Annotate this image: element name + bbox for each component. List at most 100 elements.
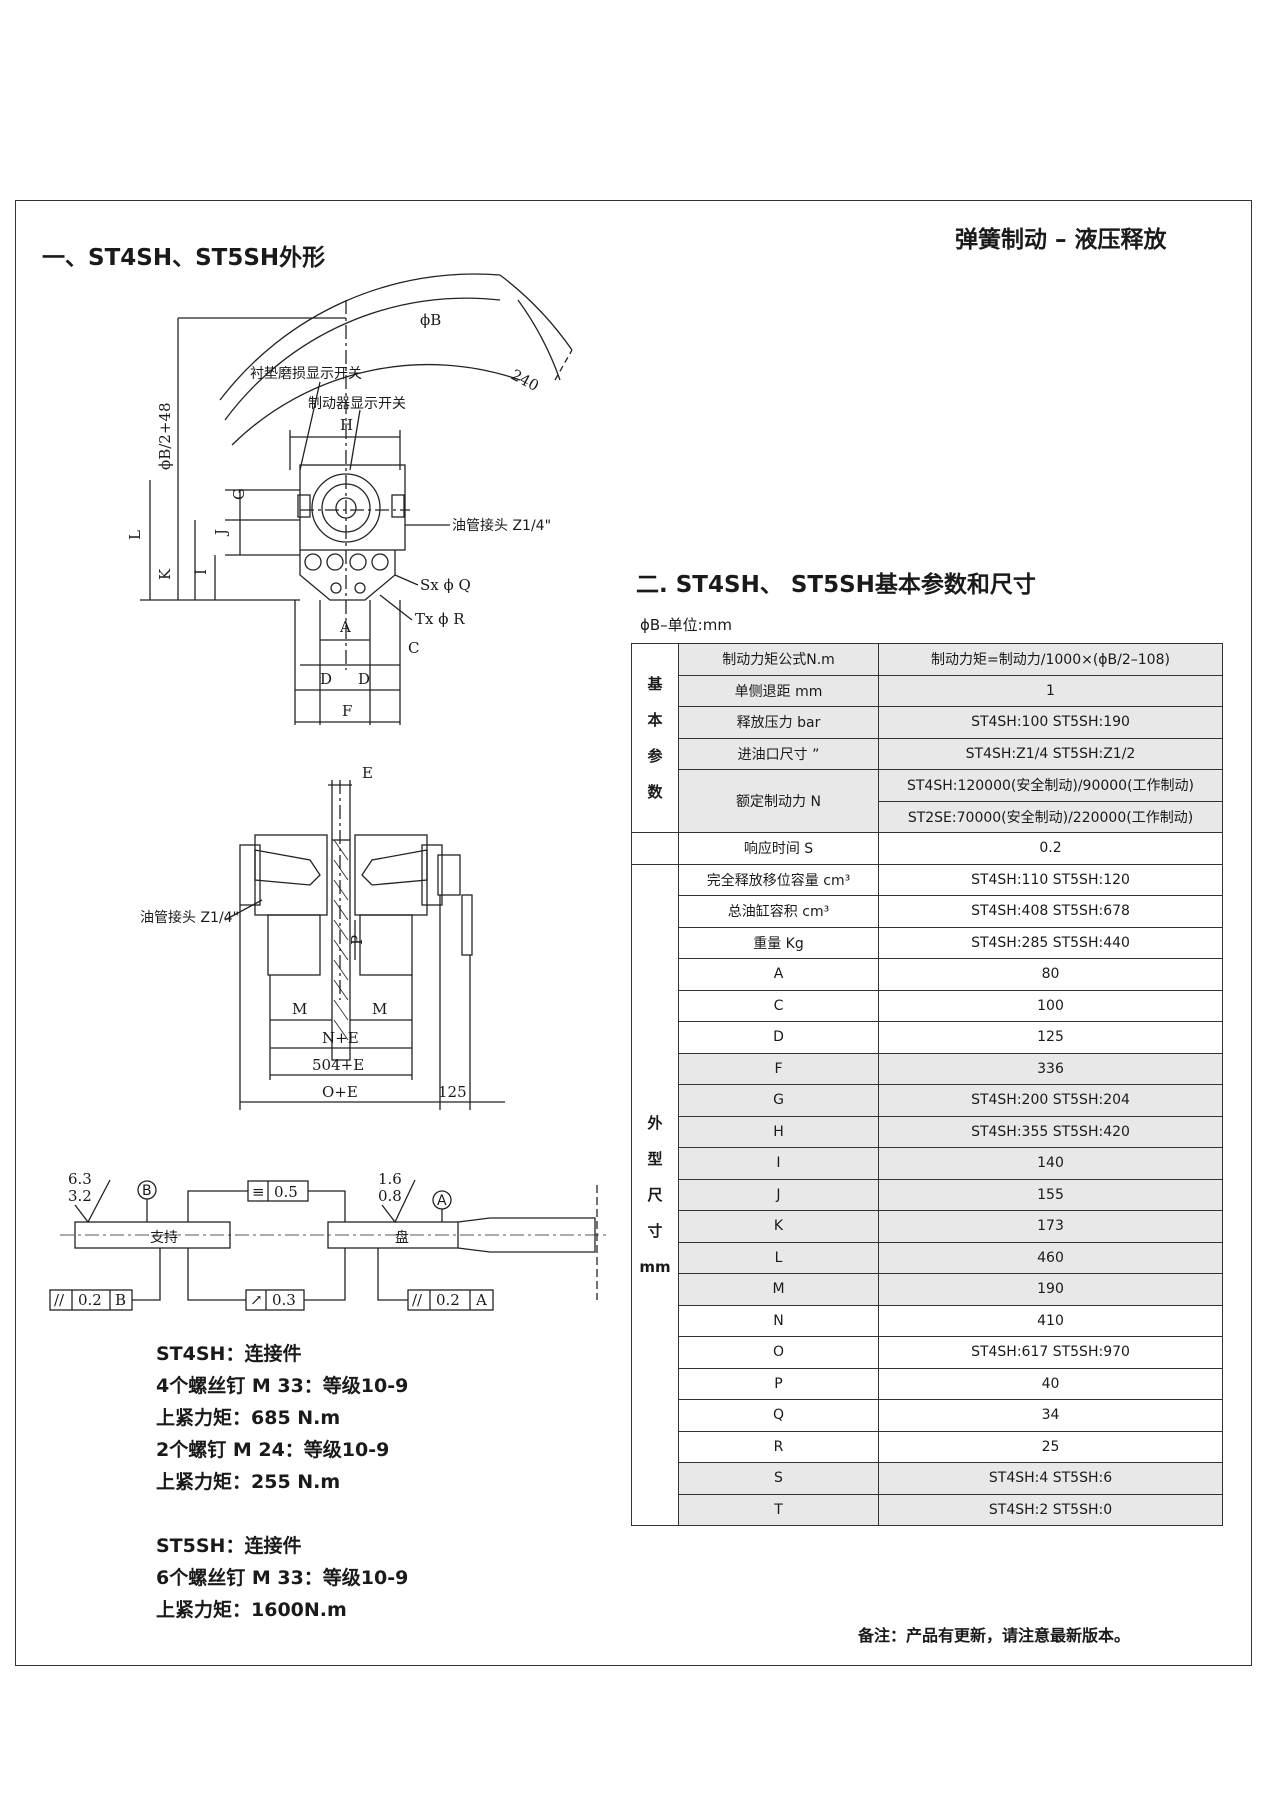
st4sh-line2: 上紧力矩：685 N.m [156,1407,341,1429]
label-par-B-ref: B [115,1291,126,1309]
label-datum-A: A [437,1193,447,1209]
st5sh-line2: 上紧力矩：1600N.m [156,1599,347,1621]
parameter-table: 基 本 参 数 制动力矩公式N.m 制动力矩=制动力/1000×(ϕB/2–10… [631,643,1223,1526]
label-504E: 504+E [312,1056,364,1074]
param-name: 额定制动力 N [678,769,879,833]
table-row: 外 型 尺 寸 mm 完全释放移位容量 cm³ ST4SH:110 ST5SH:… [631,863,1223,1526]
param-value: ST4SH:110 ST5SH:120 [878,863,1223,896]
param-name: 完全释放移位容量 cm³ [678,863,879,896]
label-F: F [342,702,352,720]
st5sh-title: ST5SH：连接件 [156,1535,302,1557]
label-NE: N+E [322,1029,359,1047]
param-value: 125 [878,1021,1223,1054]
param-name: N [678,1304,879,1337]
param-name: 释放压力 bar [678,706,879,739]
label-datum-B: B [142,1183,152,1199]
table-row: 额定制动力 N ST4SH:120000(安全制动)/90000(工作制动) [632,769,1223,833]
label-A: A [339,618,351,636]
param-value: ST2SE:70000(安全制动)/220000(工作制动) [878,800,1223,833]
param-name: Q [678,1399,879,1432]
label-G: G [230,488,248,500]
param-value: 140 [878,1147,1223,1180]
param-name: 制动力矩公式N.m [678,643,879,676]
label-P: P [348,935,366,945]
param-value: 0.2 [878,832,1223,865]
label-I: I [192,569,210,575]
param-value: ST4SH:120000(安全制动)/90000(工作制动) [878,769,1223,802]
param-value: 173 [878,1210,1223,1243]
param-name: P [678,1367,879,1400]
st5sh-line1: 6个螺丝钉 M 33：等级10-9 [156,1567,409,1589]
label-TxR: Tx ϕ R [415,610,465,628]
group-outer: 外 型 尺 寸 mm [631,863,679,1526]
label-K: K [156,568,174,580]
tolerance-diagram [49,1179,610,1311]
footnote: 备注：产品有更新，请注意最新版本。 [858,1626,1131,1645]
param-value: ST4SH:285 ST5SH:440 [878,926,1223,959]
label-SxQ: Sx ϕ Q [420,576,471,594]
label-OE: O+E [322,1083,358,1101]
label-rough-08: 0.8 [378,1187,402,1205]
label-M-right: M [372,1000,387,1018]
param-name: D [678,1021,879,1054]
param-name: 单侧退距 mm [678,674,879,707]
page-frame [15,200,1252,1666]
section2-title: 二. ST4SH、 ST5SH基本参数和尺寸 [636,572,1036,598]
label-oil-connector: 油管接头 Z1/4" [452,517,551,534]
param-value: 460 [878,1241,1223,1274]
connection-notes: ST4SH：连接件 4个螺丝钉 M 33：等级10-9 上紧力矩：685 N.m… [156,1338,408,1626]
param-value: ST4SH:617 ST5SH:970 [878,1336,1223,1369]
side-view-drawing [224,780,505,1110]
label-M-left: M [292,1000,307,1018]
param-name: 总油缸容积 cm³ [678,895,879,928]
empty-cell [631,832,679,865]
label-240: 240 [508,366,542,395]
param-value: 34 [878,1399,1223,1432]
label-par-A-ref: A [475,1291,487,1309]
label-support: 支持 [150,1230,178,1246]
param-value: 制动力矩=制动力/1000×(ϕB/2–108) [878,643,1223,676]
label-lining-switch: 衬垫磨损显示开关 [250,366,362,382]
param-value: ST4SH:2 ST5SH:0 [878,1493,1223,1526]
param-name: J [678,1178,879,1211]
st4sh-line1: 4个螺丝钉 M 33：等级10-9 [156,1375,409,1397]
label-tol-05: 0.5 [274,1183,298,1201]
param-name: H [678,1115,879,1148]
param-value: 410 [878,1304,1223,1337]
group-basic: 基 本 参 数 [631,643,679,833]
param-name: M [678,1273,879,1306]
label-rough-32: 3.2 [68,1187,92,1205]
param-value: 40 [878,1367,1223,1400]
param-name: K [678,1210,879,1243]
st4sh-line4: 上紧力矩：255 N.m [156,1471,341,1493]
param-name: O [678,1336,879,1369]
label-C: C [408,639,419,657]
section1-title: 一、ST4SH、ST5SH外形 [42,245,326,271]
label-D-left: D [320,670,332,688]
label-E: E [362,764,373,782]
symmetry-icon: ≡ [252,1183,265,1201]
label-125: 125 [438,1083,467,1101]
label-disc: 盘 [395,1229,409,1246]
label-oil-connector-2: 油管接头 Z1/4" [140,909,239,926]
label-phiB: ϕB [420,311,441,329]
param-value: 1 [878,674,1223,707]
label-L: L [126,530,144,540]
unit-note: ϕB–单位:mm [640,616,732,634]
param-value: ST4SH:100 ST5SH:190 [878,706,1223,739]
parallel-icon: // [54,1291,65,1309]
